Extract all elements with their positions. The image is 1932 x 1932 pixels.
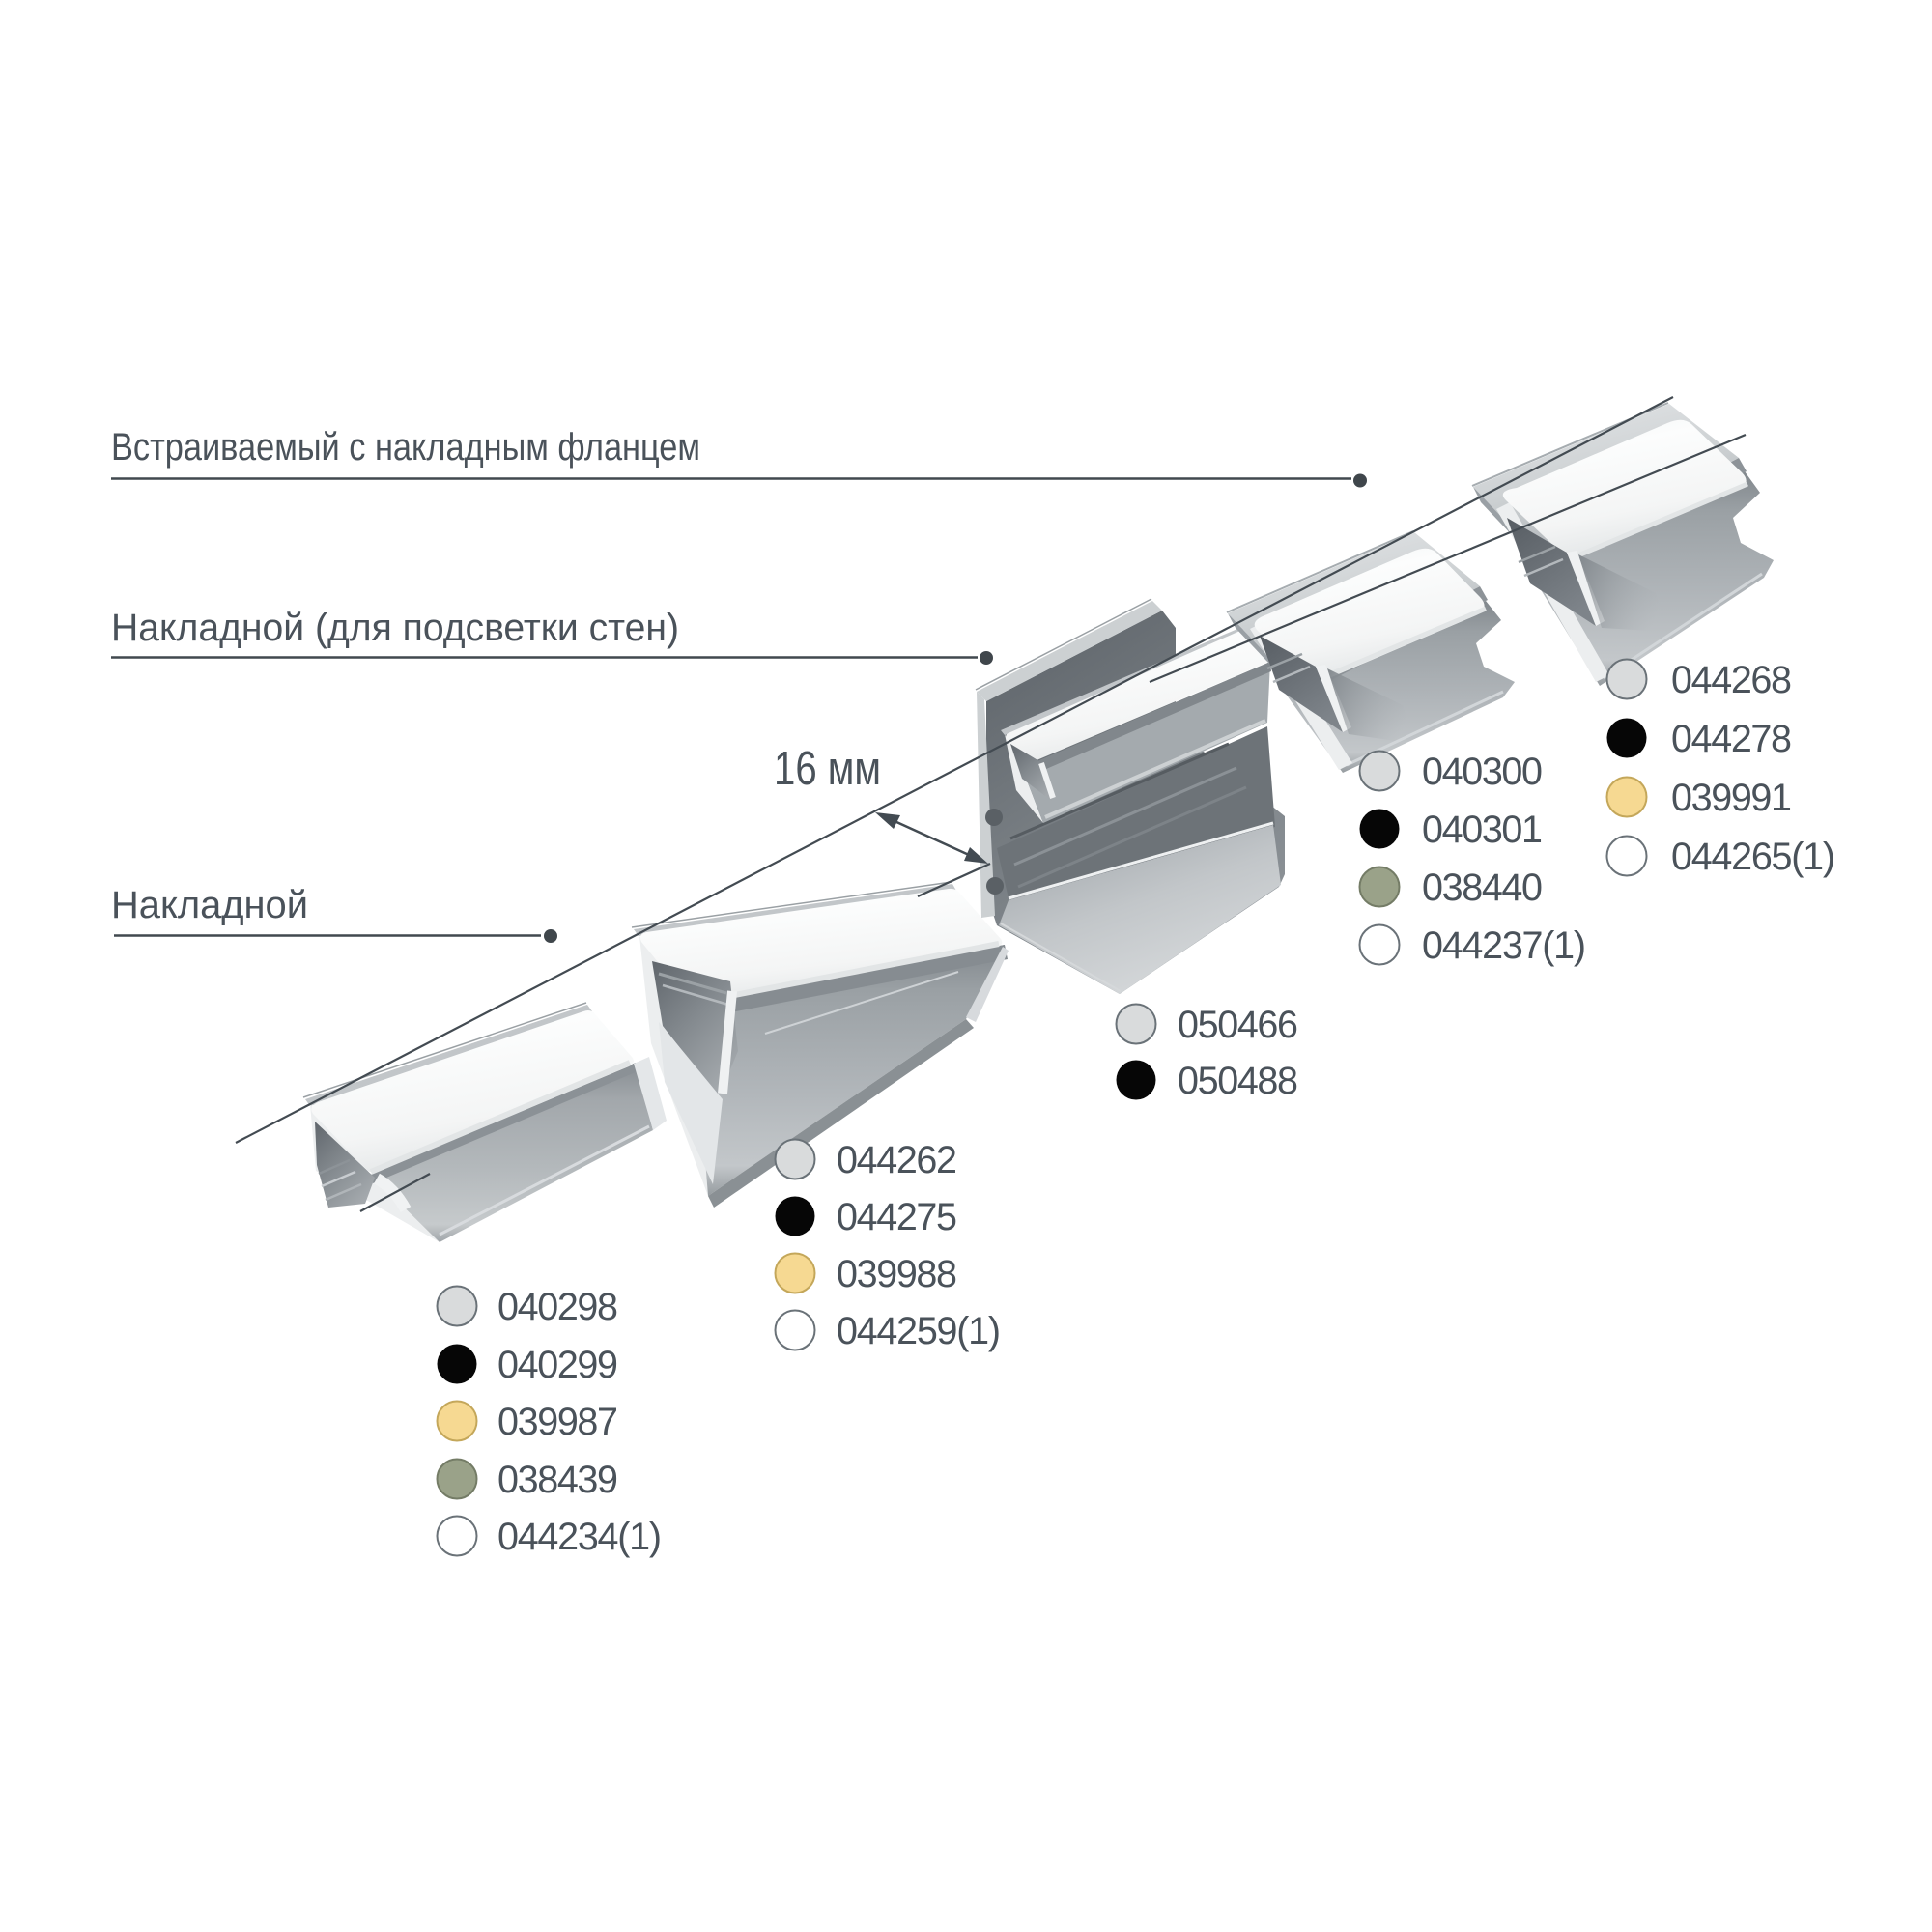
svg-text:040301: 040301 <box>1422 809 1543 851</box>
svg-text:040300: 040300 <box>1422 751 1543 793</box>
svg-text:044234(1): 044234(1) <box>497 1516 662 1558</box>
svg-text:040298: 040298 <box>497 1286 618 1328</box>
svg-text:050488: 050488 <box>1178 1060 1298 1102</box>
svg-text:044265(1): 044265(1) <box>1671 836 1835 878</box>
svg-text:044237(1): 044237(1) <box>1422 924 1586 967</box>
svg-text:Встраиваемый с накладным фланц: Встраиваемый с накладным фланцем <box>111 426 700 469</box>
svg-text:044262: 044262 <box>837 1139 957 1181</box>
svg-text:038439: 038439 <box>497 1459 618 1501</box>
svg-text:050466: 050466 <box>1178 1004 1298 1046</box>
svg-text:040299: 040299 <box>497 1344 618 1386</box>
svg-text:044259(1): 044259(1) <box>837 1310 1001 1352</box>
svg-text:Накладной (для подсветки стен): Накладной (для подсветки стен) <box>111 607 679 649</box>
svg-text:038440: 038440 <box>1422 867 1543 909</box>
svg-text:039991: 039991 <box>1671 777 1792 819</box>
svg-text:039988: 039988 <box>837 1253 957 1295</box>
svg-text:044268: 044268 <box>1671 659 1792 701</box>
svg-text:16 мм: 16 мм <box>774 743 881 795</box>
svg-text:044275: 044275 <box>837 1196 957 1238</box>
svg-text:039987: 039987 <box>497 1401 618 1443</box>
svg-text:044278: 044278 <box>1671 718 1792 760</box>
svg-text:Накладной: Накладной <box>111 884 308 926</box>
